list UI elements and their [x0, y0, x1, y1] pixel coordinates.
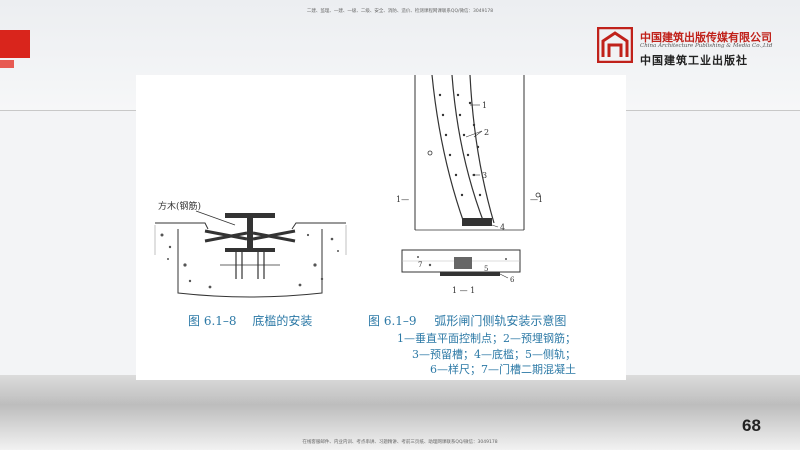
callout-6: 6 — [510, 276, 515, 284]
callout-4: 4 — [500, 223, 505, 232]
content-panel — [136, 75, 626, 380]
section-label-right: —1 — [530, 195, 543, 204]
callout-7: 7 — [418, 261, 422, 269]
accent-tab-small — [0, 60, 14, 68]
figure-caption-right: 图 6.1–9 弧形闸门侧轨安装示意图 — [368, 312, 566, 329]
callout-3: 3 — [482, 171, 487, 180]
publisher-name-en: China Architecture Publishing & Media Co… — [640, 43, 773, 49]
caption-number: 图 6.1–9 — [368, 314, 417, 328]
publisher-logo-icon — [597, 27, 633, 63]
bottom-note: 在线客服邮件、内业内训、考点串讲、习题精讲、考前三页纸、助理网课联系QQ/微信：… — [302, 440, 498, 445]
section-label-left: 1— — [396, 195, 409, 204]
callout-5: 5 — [484, 265, 488, 273]
sill-installation-figure: 方木(钢筋) — [154, 200, 347, 298]
callout-1: 1 — [482, 101, 487, 110]
figure-legend: 1—垂直平面控制点；2—预埋钢筋； 3—预留槽；4—底槛；5—侧轨； 6—样尺；… — [368, 331, 576, 378]
caption-text: 弧形闸门侧轨安装示意图 — [434, 314, 567, 328]
side-rail-figure: 1 2 3 4 1— —1 7 5 6 1 — 1 — [396, 75, 543, 295]
legend-line: 3—预留槽；4—底槛；5—侧轨； — [412, 347, 576, 361]
caption-number: 图 6.1–8 — [188, 314, 237, 328]
caption-text: 底槛的安装 — [252, 314, 313, 328]
wood-label: 方木(钢筋) — [158, 200, 201, 212]
divider — [0, 395, 800, 396]
accent-tab — [0, 30, 30, 58]
legend-line: 6—样尺；7—门槽二期混凝土 — [430, 363, 576, 376]
section-name: 1 — 1 — [452, 286, 475, 295]
publisher-name-cn: 中国建筑出版传媒有限公司 — [640, 31, 772, 44]
legend-line: 1—垂直平面控制点；2—预埋钢筋； — [397, 332, 576, 345]
figure-caption-left: 图 6.1–8 底槛的安装 — [188, 312, 312, 329]
page-number: 68 — [742, 416, 761, 435]
top-note: 二建、监理、一建、一级、二级、安全、消防、造价、检测课程网课联系QQ/微信：30… — [306, 9, 494, 14]
callout-2: 2 — [484, 128, 489, 137]
publisher-name-calligraphy: 中国建筑工业出版社 — [640, 54, 748, 67]
footer-background — [0, 375, 800, 450]
